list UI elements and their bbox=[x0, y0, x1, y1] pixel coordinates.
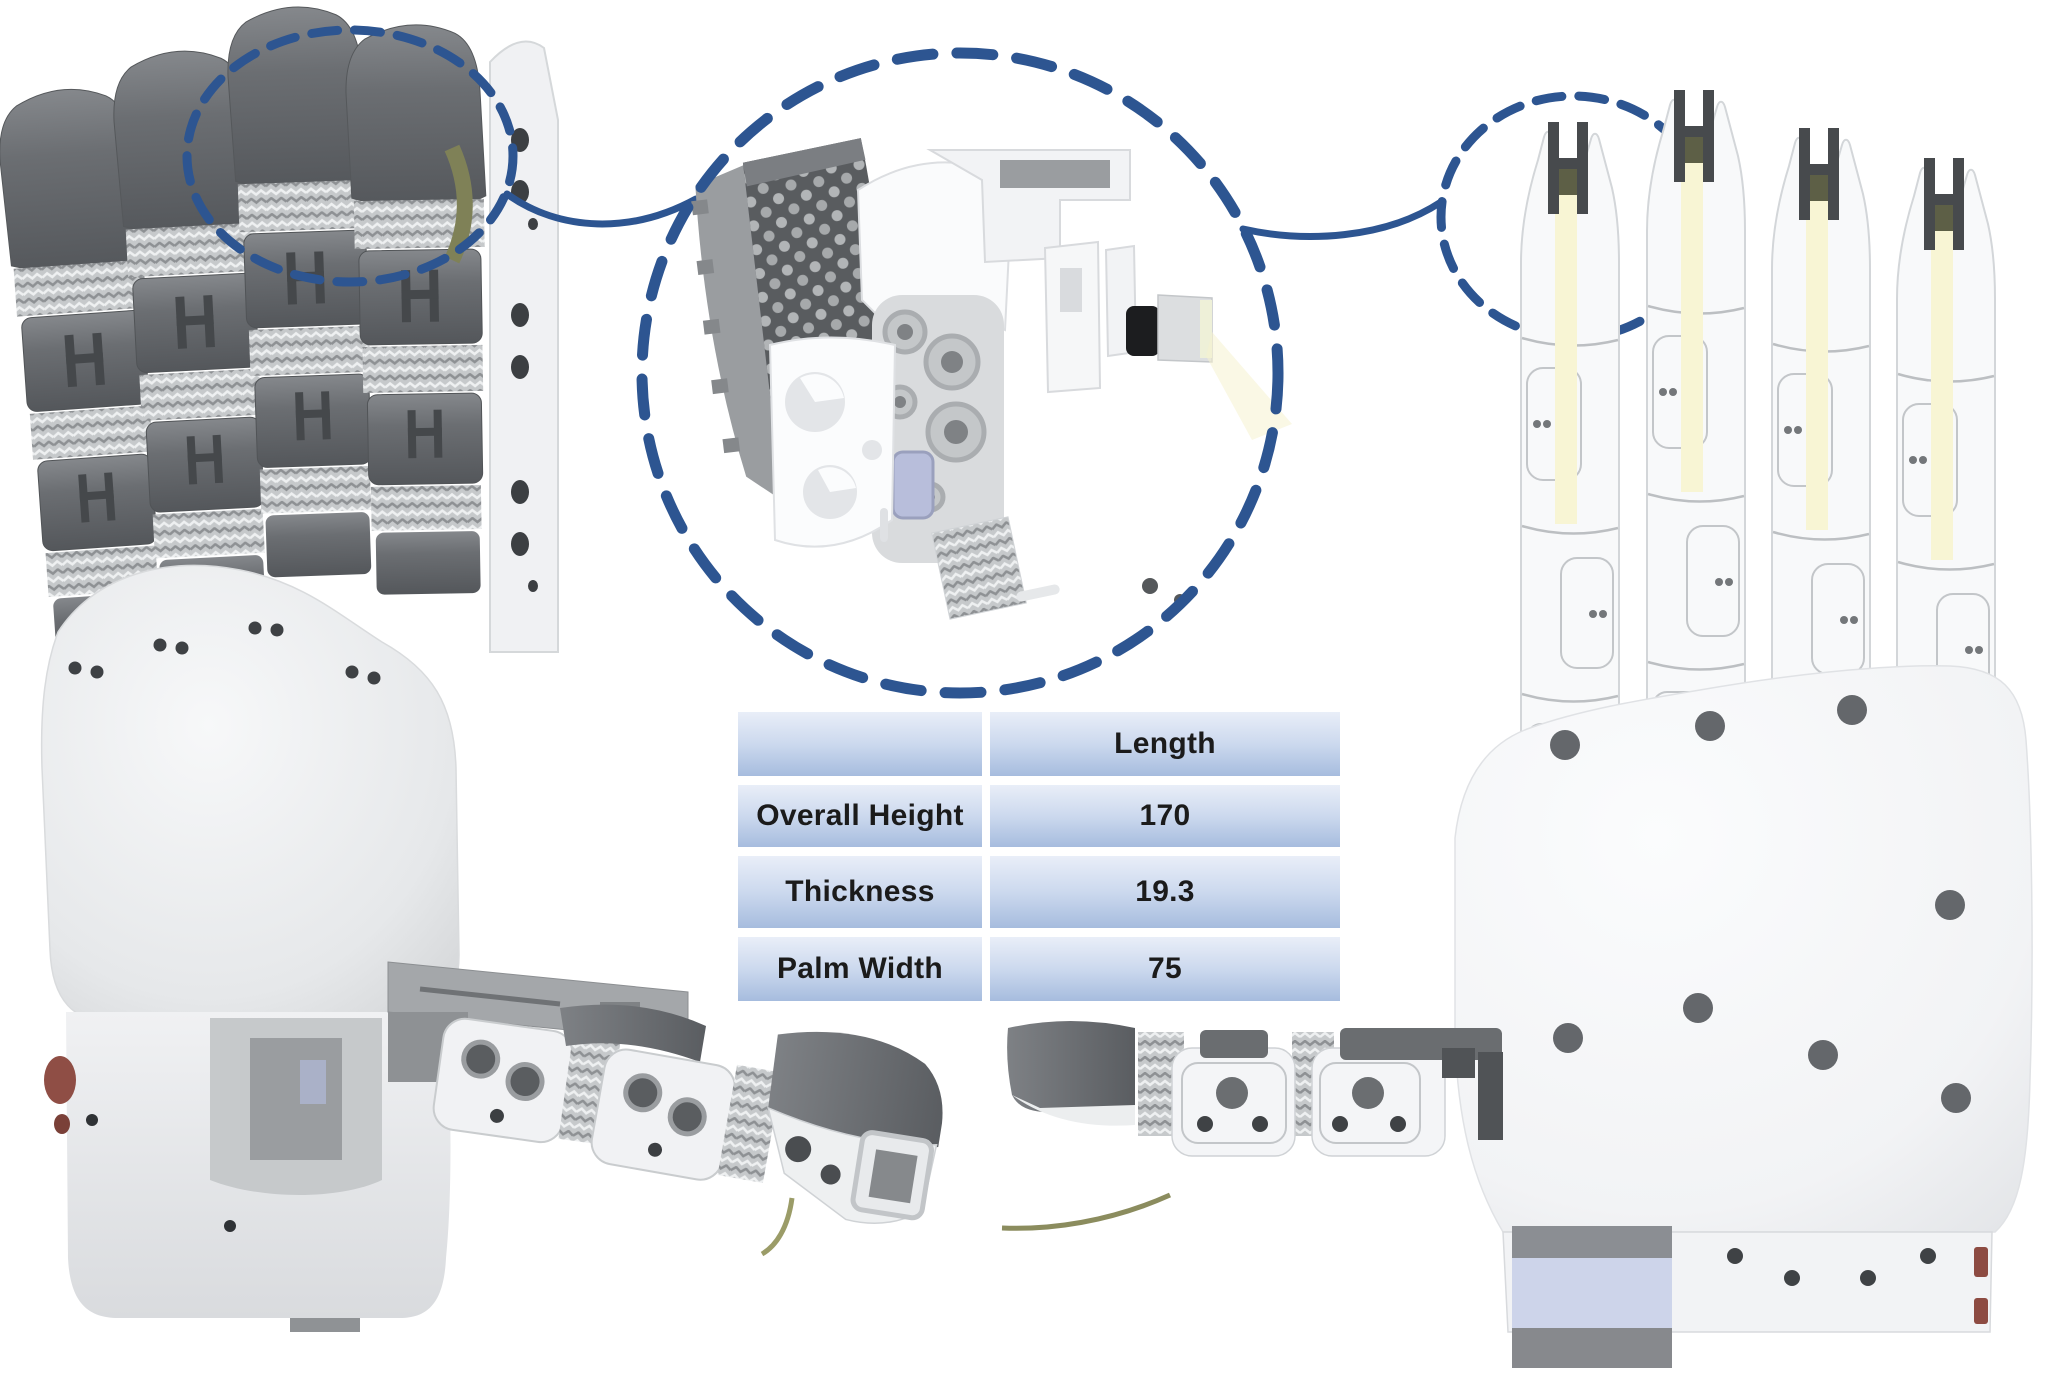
left-palm bbox=[40, 564, 460, 1023]
right-hand-render bbox=[1001, 88, 2033, 1368]
red-tab bbox=[1974, 1298, 1988, 1324]
finger bbox=[1645, 88, 1747, 788]
thumb-tendon-string bbox=[760, 1197, 795, 1257]
table-header-length: Length bbox=[990, 712, 1340, 776]
right-palm bbox=[1454, 665, 2033, 1233]
thumb-tip-pad bbox=[1007, 1021, 1135, 1112]
left-hand-render bbox=[0, 4, 943, 1332]
thumb-pad bbox=[560, 1004, 706, 1062]
red-knob bbox=[44, 1056, 76, 1104]
left-zoom-circle-icon bbox=[182, 25, 518, 287]
left-wrist-base bbox=[44, 1012, 451, 1332]
left-connector-line bbox=[503, 190, 700, 228]
exploded-fingertip-view bbox=[691, 138, 1292, 620]
red-tab bbox=[1974, 1247, 1988, 1277]
drive-gear bbox=[931, 516, 1186, 620]
palm-screw-dots bbox=[68, 621, 381, 685]
left-hand-side-faces bbox=[489, 40, 559, 653]
row-value-palm-width: 75 bbox=[990, 937, 1340, 1001]
right-connector-line bbox=[1239, 198, 1445, 240]
row-label-thickness: Thickness bbox=[738, 856, 982, 928]
center-zoom-circle-icon bbox=[636, 47, 1284, 699]
camera-module bbox=[1126, 294, 1292, 440]
palm-screws bbox=[1550, 695, 1971, 1113]
camera-beam bbox=[1206, 332, 1292, 440]
left-thumb bbox=[387, 961, 943, 1257]
row-label-palm-width: Palm Width bbox=[738, 937, 982, 1001]
fingertip-shell bbox=[856, 149, 1131, 332]
row-value-overall-height: 170 bbox=[990, 785, 1340, 847]
side-bracket-parts bbox=[1043, 240, 1138, 394]
table-corner-cell bbox=[738, 712, 982, 776]
mounting-bracket bbox=[768, 336, 897, 548]
row-label-overall-height: Overall Height bbox=[738, 785, 982, 847]
right-wrist-base bbox=[1502, 1226, 1993, 1368]
right-thumb bbox=[1001, 1021, 1503, 1231]
dimension-table: Length Overall Height 170 Thickness 19.3… bbox=[738, 712, 1340, 1001]
thumb-tip bbox=[767, 1031, 943, 1224]
thumb-tendon-string bbox=[1001, 1192, 1172, 1231]
servo-cylinder bbox=[891, 450, 935, 520]
lavender-block bbox=[1512, 1258, 1672, 1330]
row-value-thickness: 19.3 bbox=[990, 856, 1340, 928]
left-hand-fingers bbox=[0, 4, 494, 663]
